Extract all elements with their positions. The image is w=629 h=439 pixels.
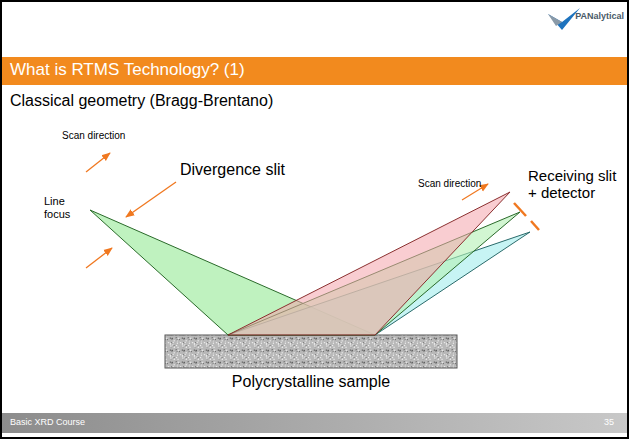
source-label: Line focus xyxy=(44,195,86,220)
scan-direction-label: Scan direction xyxy=(418,178,481,190)
slide-title: What is RTMS Technology? (1) xyxy=(10,60,245,80)
slit-leader xyxy=(86,248,112,268)
scan-direction-label: Scan direction xyxy=(62,130,125,142)
sample-label: Polycrystalline sample xyxy=(232,373,390,391)
logo-text: PANalytical xyxy=(575,11,624,21)
slit-leader xyxy=(126,182,176,217)
footer-bar xyxy=(2,413,627,433)
subtitle: Classical geometry (Bragg-Brentano) xyxy=(10,92,273,110)
title-bar xyxy=(2,57,627,85)
detector xyxy=(531,221,539,230)
sample-block xyxy=(165,335,457,368)
detector-label: Receiving slit + detector xyxy=(528,167,624,202)
receiving-slit xyxy=(514,203,526,216)
slit-label: Divergence slit xyxy=(180,161,285,179)
scan-arrow xyxy=(86,153,110,172)
diffracted-beam xyxy=(228,192,510,335)
page-number: 35 xyxy=(604,417,614,427)
footer-text: Basic XRD Course xyxy=(10,417,85,427)
logo-mark xyxy=(548,14,562,26)
